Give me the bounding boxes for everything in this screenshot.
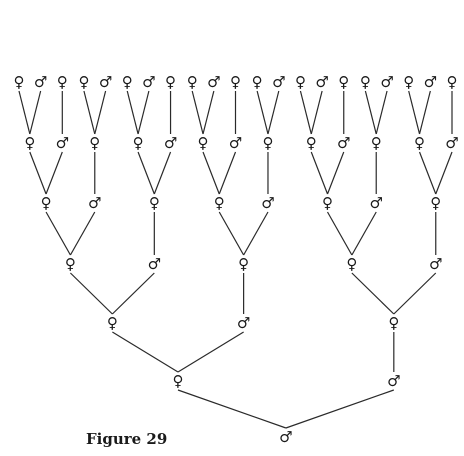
female-symbol-icon: ♀ [360,73,371,91]
pedigree-connector [351,211,377,256]
pedigree-connector [310,151,329,195]
female-symbol-icon: ♀ [24,134,35,152]
male-symbol-icon: ♂ [164,134,177,152]
male-symbol-icon: ♂ [369,194,382,212]
male-symbol-icon: ♂ [56,134,69,152]
female-symbol-icon: ♀ [187,73,198,91]
female-symbol-icon: ♀ [198,134,209,152]
male-symbol-icon: ♂ [261,194,274,212]
female-symbol-icon: ♀ [346,255,357,273]
pedigree-connector [111,272,155,315]
pedigree-connector [310,90,323,135]
pedigree-connector [202,90,215,135]
female-symbol-icon: ♀ [447,73,458,91]
pedigree-connector [126,90,139,135]
pedigree-connector [29,151,47,195]
female-symbol-icon: ♀ [230,73,241,91]
male-symbol-icon: ♂ [279,428,292,446]
pedigree-connector [285,389,395,429]
female-symbol-icon: ♀ [41,194,52,212]
female-symbol-icon: ♀ [78,73,89,91]
male-symbol-icon: ♂ [424,73,437,91]
pedigree-connector [218,151,237,195]
male-symbol-icon: ♂ [387,372,400,390]
female-symbol-icon: ♀ [122,73,133,91]
female-symbol-icon: ♀ [65,255,76,273]
pedigree-connector [202,151,220,195]
pedigree-connector [299,90,312,135]
pedigree-connector [326,211,353,256]
male-symbol-icon: ♂ [445,134,458,152]
female-symbol-icon: ♀ [107,314,118,332]
symbol-nodes: ♀ ♂ ♀ ♀ ♂ ♀ ♀ ♂ ♀ ♂ ♀ ♀ ♂ ♀ ♀ ♂ ♀ ♂ ♀ ♀ ♂ ♀ ♀ ♂ ♀ ♀ ♂ ♀ ♂ ♀ ♂ ♀ ♀ ♂ ♀ ♀ ♂ ♀ ♀ ♂… [14,73,459,446]
female-symbol-icon: ♀ [403,73,414,91]
female-symbol-icon: ♀ [238,255,249,273]
male-symbol-icon: ♂ [272,73,285,91]
pedigree-connector [177,331,244,373]
male-symbol-icon: ♂ [207,73,220,91]
pedigree-connector [191,90,204,135]
male-symbol-icon: ♂ [380,73,393,91]
pedigree-connector [364,90,377,135]
pedigree-connector [375,90,388,135]
female-symbol-icon: ♀ [262,134,273,152]
pedigree-connector [418,90,431,135]
male-symbol-icon: ♂ [142,73,155,91]
pedigree-connector [137,90,150,135]
female-symbol-icon: ♀ [430,194,441,212]
female-symbol-icon: ♀ [172,372,183,390]
pedigree-connector [18,90,31,135]
male-symbol-icon: ♂ [229,134,242,152]
pedigree-connector [45,151,63,195]
female-symbol-icon: ♀ [338,73,349,91]
male-symbol-icon: ♂ [34,73,47,91]
pedigree-connector [112,331,179,373]
pedigree-connector [267,90,280,135]
male-symbol-icon: ♂ [237,314,250,332]
pedigree-connector [83,90,96,135]
female-symbol-icon: ♀ [414,134,425,152]
female-symbol-icon: ♀ [295,73,306,91]
pedigree-connector [418,151,437,195]
pedigree-connector [137,151,155,195]
female-symbol-icon: ♀ [133,134,144,152]
pedigree-connector [435,151,453,195]
pedigree-connector [243,211,269,256]
male-symbol-icon: ♂ [99,73,112,91]
pedigree-connector [326,151,345,195]
female-symbol-icon: ♀ [388,314,399,332]
female-symbol-icon: ♀ [214,194,225,212]
female-symbol-icon: ♀ [165,73,176,91]
pedigree-connector [256,90,269,135]
pedigree-connector [218,211,245,256]
male-symbol-icon: ♂ [148,255,161,273]
pedigree-connector [408,90,421,135]
pedigree-connector [69,211,96,256]
female-symbol-icon: ♀ [322,194,333,212]
female-symbol-icon: ♀ [89,134,100,152]
figure-caption: Figure 29 [86,430,168,448]
male-symbol-icon: ♂ [315,73,328,91]
male-symbol-icon: ♂ [337,134,350,152]
female-symbol-icon: ♀ [371,134,382,152]
pedigree-connector [351,272,395,315]
pedigree-connector [29,90,42,135]
pedigree-connector [177,389,287,429]
female-symbol-icon: ♀ [252,73,263,91]
female-symbol-icon: ♀ [14,73,25,91]
pedigree-connector [153,151,172,195]
female-symbol-icon: ♀ [57,73,68,91]
male-symbol-icon: ♂ [88,194,101,212]
female-symbol-icon: ♀ [306,134,317,152]
pedigree-connector [393,272,437,315]
male-symbol-icon: ♂ [429,255,442,273]
pedigree-connector [94,90,107,135]
female-symbol-icon: ♀ [149,194,160,212]
connector-lines [18,90,453,429]
pedigree-connector [69,272,113,315]
pedigree-connector [45,211,71,256]
